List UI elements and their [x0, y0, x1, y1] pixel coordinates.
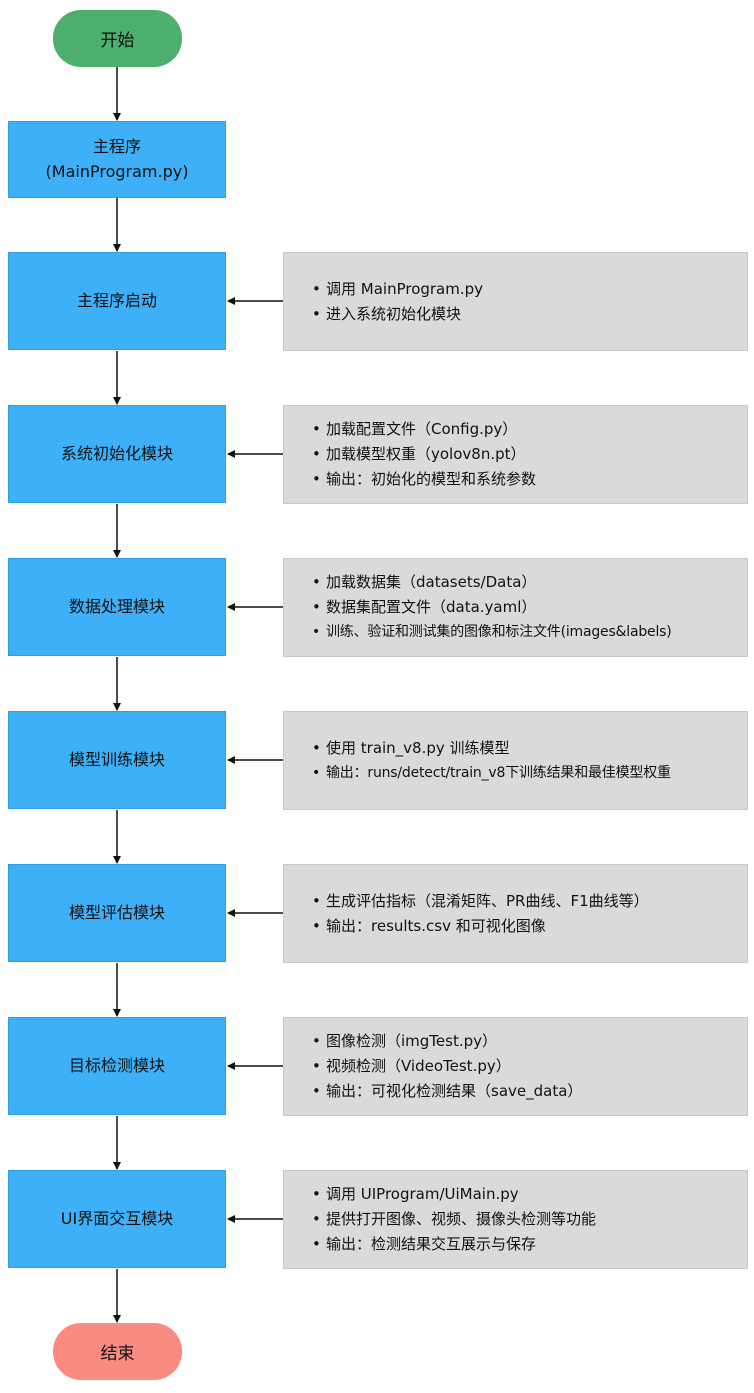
note-item: 输出：检测结果交互展示与保存 [312, 1232, 747, 1257]
note-box-startup: 调用 MainProgram.py 进入系统初始化模块 [283, 252, 748, 351]
main-program-file: (MainProgram.py) [45, 161, 189, 181]
note-box-model-training: 使用 train_v8.py 训练模型 输出：runs/detect/train… [283, 711, 748, 810]
step-label: 数据处理模块 [68, 596, 165, 616]
note-item: 输出：runs/detect/train_v8下训练结果和最佳模型权重 [312, 761, 747, 786]
step-label: UI界面交互模块 [60, 1208, 174, 1228]
note-box-data-processing: 加载数据集（datasets/Data） 数据集配置文件（data.yaml） … [283, 558, 748, 657]
note-item: 加载模型权重（yolov8n.pt） [312, 442, 747, 467]
note-item: 训练、验证和测试集的图像和标注文件(images&labels) [312, 620, 747, 645]
end-node: 结束 [53, 1323, 182, 1380]
note-item: 数据集配置文件（data.yaml） [312, 595, 747, 620]
note-box-system-init: 加载配置文件（Config.py） 加载模型权重（yolov8n.pt） 输出：… [283, 405, 748, 504]
step-node-model-evaluation: 模型评估模块 [8, 864, 226, 962]
step-label: 目标检测模块 [68, 1055, 165, 1075]
main-program-title: 主程序 [92, 136, 141, 156]
start-node: 开始 [53, 10, 182, 67]
note-item: 加载配置文件（Config.py） [312, 417, 747, 442]
main-program-node: 主程序 (MainProgram.py) [8, 121, 226, 198]
step-node-object-detection: 目标检测模块 [8, 1017, 226, 1115]
note-box-object-detection: 图像检测（imgTest.py） 视频检测（VideoTest.py） 输出：可… [283, 1017, 748, 1116]
step-node-ui-interaction: UI界面交互模块 [8, 1170, 226, 1268]
note-item: 加载数据集（datasets/Data） [312, 570, 747, 595]
note-box-ui-interaction: 调用 UIProgram/UiMain.py 提供打开图像、视频、摄像头检测等功… [283, 1170, 748, 1269]
note-item: 使用 train_v8.py 训练模型 [312, 736, 747, 761]
note-item: 输出：results.csv 和可视化图像 [312, 914, 747, 939]
note-item: 生成评估指标（混淆矩阵、PR曲线、F1曲线等） [312, 889, 747, 914]
step-node-data-processing: 数据处理模块 [8, 558, 226, 656]
step-label: 模型评估模块 [68, 902, 165, 922]
step-label: 模型训练模块 [68, 749, 165, 769]
end-label: 结束 [100, 1344, 135, 1364]
note-box-model-evaluation: 生成评估指标（混淆矩阵、PR曲线、F1曲线等） 输出：results.csv 和… [283, 864, 748, 963]
note-item: 调用 UIProgram/UiMain.py [312, 1182, 747, 1207]
note-item: 视频检测（VideoTest.py） [312, 1054, 747, 1079]
note-item: 图像检测（imgTest.py） [312, 1029, 747, 1054]
step-label: 主程序启动 [76, 290, 157, 310]
start-label: 开始 [100, 31, 135, 51]
step-node-model-training: 模型训练模块 [8, 711, 226, 809]
step-node-startup: 主程序启动 [8, 252, 226, 350]
note-item: 输出：可视化检测结果（save_data） [312, 1079, 747, 1104]
step-label: 系统初始化模块 [60, 443, 173, 463]
note-item: 进入系统初始化模块 [312, 302, 747, 327]
note-item: 输出：初始化的模型和系统参数 [312, 467, 747, 492]
step-node-system-init: 系统初始化模块 [8, 405, 226, 503]
note-item: 提供打开图像、视频、摄像头检测等功能 [312, 1207, 747, 1232]
note-item: 调用 MainProgram.py [312, 277, 747, 302]
